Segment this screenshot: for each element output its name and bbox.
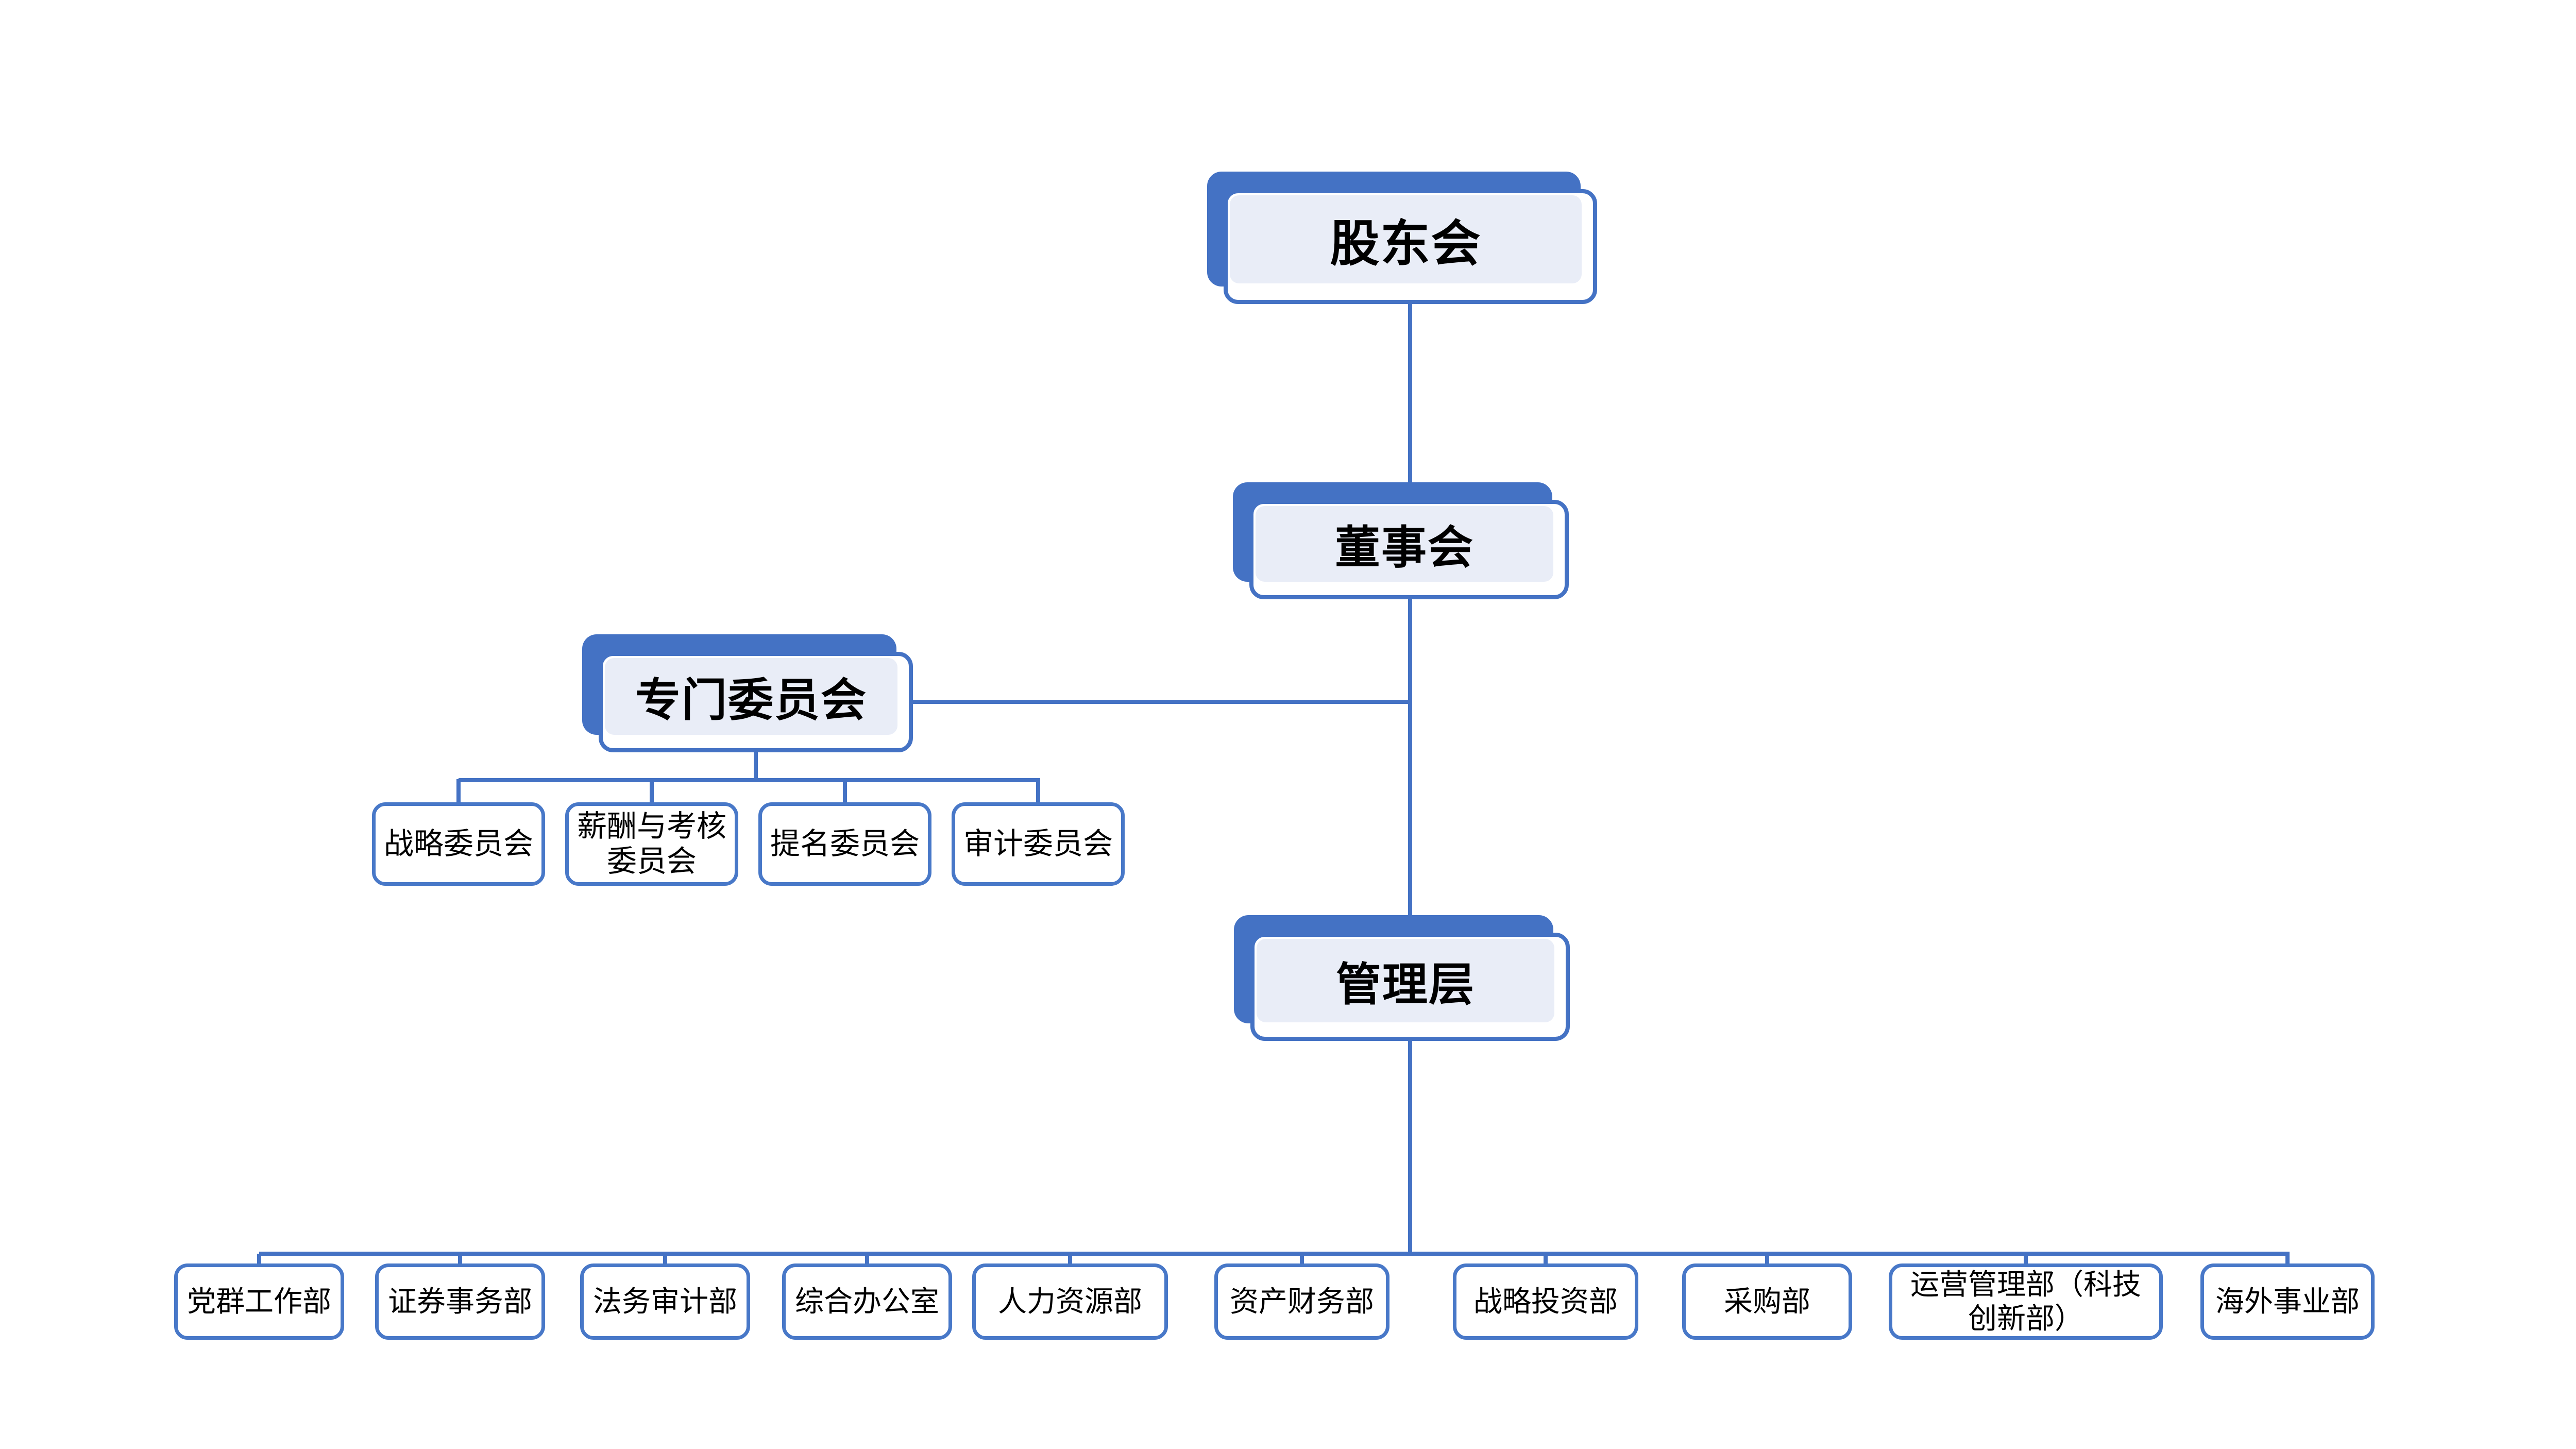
node-shareholders-fill: 股东会	[1230, 195, 1582, 283]
dept-legal-audit-label: 法务审计部	[593, 1285, 737, 1318]
connector-shareholders-board	[1408, 303, 1412, 504]
connector-special-stub	[754, 750, 758, 781]
connector-dept-stub-10	[2285, 1254, 2290, 1266]
dept-procurement-label: 采购部	[1724, 1285, 1810, 1318]
connector-management-departments	[1408, 1040, 1412, 1256]
node-dept-asset-finance[interactable]: 资产财务部	[1214, 1263, 1389, 1340]
node-dept-operations-management[interactable]: 运营管理部（科技创新部）	[1889, 1263, 2163, 1340]
connector-dept-stub-3	[663, 1254, 667, 1266]
node-dept-legal-audit[interactable]: 法务审计部	[580, 1263, 750, 1340]
node-management-label: 管理层	[1335, 958, 1475, 1010]
node-management[interactable]: 管理层	[1234, 915, 1570, 1041]
dept-strategic-investment-label: 战略投资部	[1473, 1285, 1618, 1318]
node-special-committee-label: 专门委员会	[635, 675, 867, 726]
connector-committee-stub-4	[1036, 779, 1040, 805]
strategy-committee-label: 战略委员会	[383, 827, 533, 861]
connector-departments-bus	[259, 1252, 2290, 1256]
node-shareholders[interactable]: 股东会	[1207, 172, 1597, 304]
node-dept-party-mass-work[interactable]: 党群工作部	[174, 1263, 344, 1340]
node-dept-procurement[interactable]: 采购部	[1682, 1263, 1852, 1340]
connector-dept-stub-9	[2024, 1254, 2028, 1266]
node-strategy-committee[interactable]: 战略委员会	[372, 802, 545, 886]
connector-board-management	[1408, 598, 1412, 935]
connector-special-to-trunk	[913, 700, 1412, 704]
audit-committee-label: 审计委员会	[963, 827, 1113, 861]
connector-dept-stub-1	[257, 1254, 261, 1266]
node-nomination-committee[interactable]: 提名委员会	[758, 802, 931, 886]
nomination-committee-label: 提名委员会	[770, 827, 920, 861]
node-special-committee-fill: 专门委员会	[605, 658, 897, 735]
node-audit-committee[interactable]: 审计委员会	[952, 802, 1125, 886]
node-remuneration-committee[interactable]: 薪酬与考核委员会	[565, 802, 738, 886]
dept-human-resources-label: 人力资源部	[998, 1285, 1142, 1318]
node-board[interactable]: 董事会	[1233, 482, 1569, 599]
remuneration-committee-label: 薪酬与考核委员会	[577, 809, 726, 878]
node-dept-general-office[interactable]: 综合办公室	[782, 1263, 952, 1340]
dept-operations-management-label: 运营管理部（科技创新部）	[1910, 1268, 2141, 1335]
node-board-label: 董事会	[1334, 522, 1474, 573]
dept-securities-affairs-label: 证券事务部	[388, 1285, 532, 1318]
connector-dept-stub-4	[865, 1254, 869, 1266]
connector-committee-stub-2	[650, 779, 654, 805]
connector-dept-stub-8	[1765, 1254, 1769, 1266]
node-dept-securities-affairs[interactable]: 证券事务部	[375, 1263, 545, 1340]
dept-asset-finance-label: 资产财务部	[1230, 1285, 1374, 1318]
connector-dept-stub-6	[1300, 1254, 1304, 1266]
node-special-committee[interactable]: 专门委员会	[582, 634, 913, 752]
connector-committee-stub-1	[456, 779, 461, 805]
dept-party-mass-work-label: 党群工作部	[187, 1285, 331, 1318]
connector-dept-stub-7	[1544, 1254, 1548, 1266]
node-board-fill: 董事会	[1256, 506, 1553, 582]
dept-general-office-label: 综合办公室	[795, 1285, 939, 1318]
node-dept-overseas-business[interactable]: 海外事业部	[2200, 1263, 2375, 1340]
dept-overseas-business-label: 海外事业部	[2215, 1285, 2360, 1318]
connector-committee-stub-3	[843, 779, 847, 805]
node-dept-human-resources[interactable]: 人力资源部	[972, 1263, 1168, 1340]
connector-committees-bus	[459, 778, 1040, 782]
node-shareholders-label: 股东会	[1330, 216, 1482, 272]
connector-dept-stub-5	[1068, 1254, 1072, 1266]
node-management-fill: 管理层	[1257, 939, 1554, 1022]
node-dept-strategic-investment[interactable]: 战略投资部	[1453, 1263, 1638, 1340]
connector-dept-stub-2	[458, 1254, 462, 1266]
